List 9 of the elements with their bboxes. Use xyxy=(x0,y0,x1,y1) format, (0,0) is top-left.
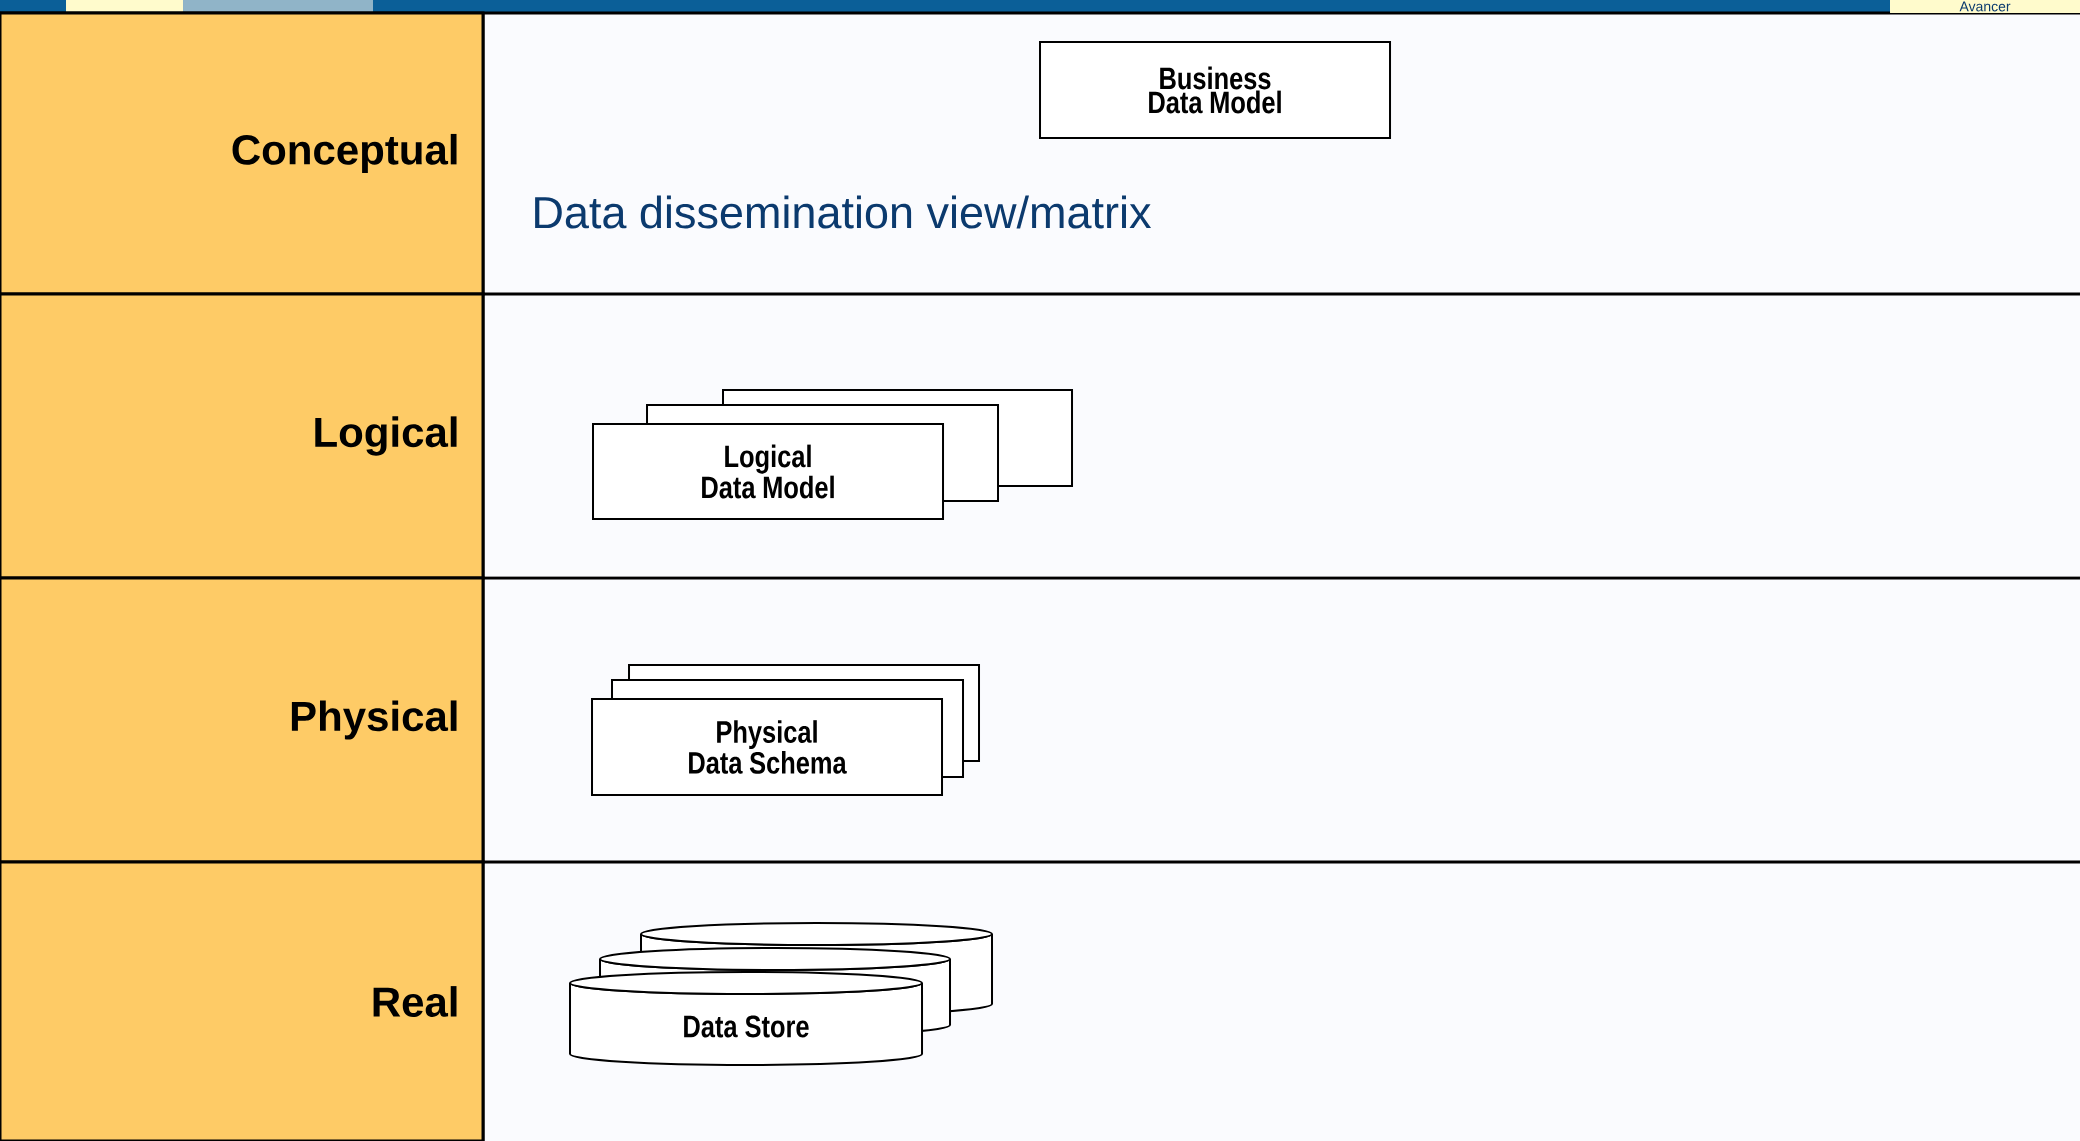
model-box: Physical Data Schema xyxy=(591,698,943,796)
row-header: Physical xyxy=(0,576,485,864)
view-caption: Data dissemination view/matrix xyxy=(535,195,1152,229)
row-header: Conceptual xyxy=(0,11,485,296)
model-box: Logical Data Model xyxy=(592,423,944,520)
model-box: Business Data Model xyxy=(1039,41,1391,139)
row-header: Logical xyxy=(0,292,485,580)
row-header: Real xyxy=(0,860,485,1141)
tab: Avancer xyxy=(1890,0,2080,13)
